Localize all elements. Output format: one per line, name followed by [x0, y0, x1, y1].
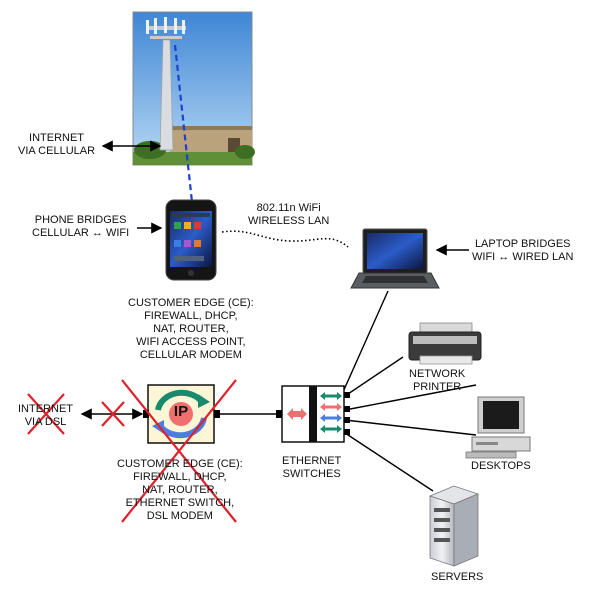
desktops-label: DESKTOPS: [471, 460, 531, 472]
network-printer-label: NETWORK PRINTER: [409, 368, 466, 393]
ethernet-switches-label: ETHERNET SWITCHES: [282, 455, 342, 480]
desktop-cable-1: [344, 384, 477, 411]
wifi-lan-label: 802.11n WiFi WIRELESS LAN: [248, 202, 330, 227]
laptop-bridges-label: LAPTOP BRIDGES WIFI ↔ WIRED LAN: [472, 238, 574, 263]
ce-phone-label: CUSTOMER EDGE (CE): FIREWALL, DHCP, NAT,…: [128, 297, 254, 361]
laptop-switch-cable: [342, 290, 389, 393]
server-cable: [344, 432, 434, 492]
ip-label: IP: [173, 403, 189, 420]
desktop-computer-icon: [465, 396, 531, 459]
servers-label: SERVERS: [431, 571, 484, 583]
ce-dsl-label: CUSTOMER EDGE (CE): FIREWALL, DHCP, NAT,…: [117, 458, 243, 522]
internet-dsl-label: INTERNET VIA DSL: [18, 403, 73, 428]
internet-cellular-label: INTERNET VIA CELLULAR: [18, 132, 96, 157]
printer-icon: [408, 322, 482, 365]
printer-cable: [344, 356, 404, 397]
desktop-cable-2: [344, 419, 477, 436]
phone-bridges-label: PHONE BRIDGES CELLULAR ↔ WIFI: [32, 214, 130, 239]
wifi-link: [221, 230, 349, 248]
server-rack-icon: [428, 485, 480, 567]
laptop-icon: [350, 228, 440, 289]
cellular-link: [173, 44, 194, 203]
smartphone-icon: [165, 199, 217, 281]
cell-tower-photo: [132, 11, 255, 166]
disabled-cross-marks: [27, 379, 237, 523]
ethernet-switch-icon: [276, 385, 350, 443]
